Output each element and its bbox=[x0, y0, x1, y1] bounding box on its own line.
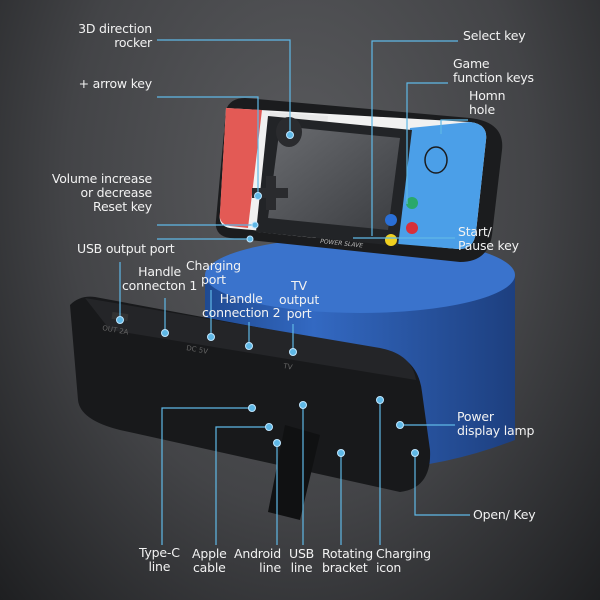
label-tv-output: TV output port bbox=[279, 278, 320, 321]
label-arrow-key: + arrow key bbox=[78, 76, 153, 91]
handheld-front: POWER SLAVE bbox=[215, 98, 503, 262]
label-game-keys: Game function keys bbox=[453, 56, 534, 85]
label-direction-rocker: 3D direction rocker bbox=[78, 21, 152, 50]
label-type-c: Type-C line bbox=[139, 545, 180, 574]
label-android-line: Android line bbox=[234, 546, 281, 575]
label-open-key: Open/ Key bbox=[473, 507, 536, 522]
label-power-lamp: Power display lamp bbox=[457, 409, 535, 438]
rotating-bracket bbox=[268, 425, 320, 520]
label-usb-line: USB line bbox=[289, 546, 315, 575]
label-charging-port: Charging port bbox=[186, 258, 241, 287]
label-rotating-bracket: Rotating bracket bbox=[322, 546, 373, 575]
label-reset-key: Reset key bbox=[93, 199, 152, 214]
callout-dots bbox=[116, 131, 419, 457]
label-apple-cable: Apple cable bbox=[192, 546, 227, 575]
label-horn-hole: Homn hole bbox=[469, 88, 506, 117]
port-marking-dc: DC 5V bbox=[186, 344, 209, 356]
port-marking-tv: TV bbox=[282, 362, 294, 372]
callout-lines bbox=[119, 39, 470, 545]
label-charging-icon: Charging icon bbox=[376, 546, 431, 575]
brand-text: POWER SLAVE bbox=[320, 238, 364, 249]
label-handle-2: Handle connection 2 bbox=[202, 291, 281, 320]
label-usb-output: USB output port bbox=[77, 241, 175, 256]
label-volume: Volume increase or decrease bbox=[51, 171, 152, 200]
label-start-pause: Start/ Pause key bbox=[458, 224, 519, 253]
label-select-key: Select key bbox=[463, 28, 526, 43]
label-handle-1: Handle connecton 1 bbox=[122, 264, 198, 293]
handheld-back: OUT 2A DC 5V TV bbox=[70, 296, 431, 520]
